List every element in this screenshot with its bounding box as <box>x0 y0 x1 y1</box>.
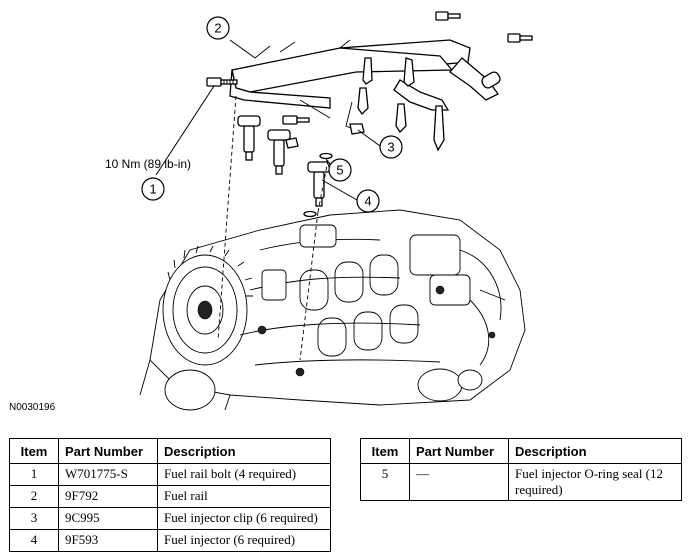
cell-item: 2 <box>9 485 59 508</box>
callout-3: 3 <box>379 135 403 159</box>
callout-5-number: 5 <box>336 163 343 178</box>
column-header-item: Item <box>360 438 410 464</box>
table-row: 4 9F593 Fuel injector (6 required) <box>9 529 331 552</box>
cell-item: 3 <box>9 507 59 530</box>
parts-table-right: Item Part Number Description 5 — Fuel in… <box>360 438 682 501</box>
callout-3-number: 3 <box>387 140 394 155</box>
fuel-injectors-installed <box>357 57 445 152</box>
torque-spec-label: 10 Nm (89 lb-in) <box>105 157 191 171</box>
cell-part-number: 9F593 <box>58 529 158 552</box>
cell-part-number: W701775-S <box>58 463 158 486</box>
callout-2: 2 <box>206 16 230 40</box>
figure-id: N0030196 <box>9 402 56 413</box>
cell-item: 1 <box>9 463 59 486</box>
fuel-rail <box>229 39 501 133</box>
leader-line-4 <box>321 179 358 201</box>
table-row: 2 9F792 Fuel rail <box>9 485 331 508</box>
cell-description: Fuel injector O-ring seal (12 required) <box>508 463 682 501</box>
callout-1-number: 1 <box>149 182 156 197</box>
column-header-part-number: Part Number <box>409 438 509 464</box>
table-row: 5 — Fuel injector O-ring seal (12 requir… <box>360 463 682 501</box>
parts-table-left: Item Part Number Description 1 W701775-S… <box>9 438 331 552</box>
table-row: 3 9C995 Fuel injector clip (6 required) <box>9 507 331 530</box>
table-header-row: Item Part Number Description <box>9 438 331 464</box>
callout-5: 5 <box>328 158 352 182</box>
callout-2-number: 2 <box>214 21 221 36</box>
fuel-injectors-loose <box>237 115 331 207</box>
callout-4-number: 4 <box>364 194 371 209</box>
callout-4: 4 <box>356 189 380 213</box>
callout-1: 1 <box>141 177 165 201</box>
cell-part-number: 9C995 <box>58 507 158 530</box>
leader-line-1 <box>155 85 215 176</box>
cell-description: Fuel injector clip (6 required) <box>157 507 331 530</box>
column-header-part-number: Part Number <box>58 438 158 464</box>
cell-description: Fuel rail <box>157 485 331 508</box>
cell-item: 5 <box>360 463 410 501</box>
cell-part-number: 9F792 <box>58 485 158 508</box>
injector-clips <box>285 123 365 149</box>
fuel-rail-bolts <box>206 11 533 125</box>
cell-description: Fuel injector (6 required) <box>157 529 331 552</box>
column-header-description: Description <box>508 438 682 464</box>
column-header-description: Description <box>157 438 331 464</box>
column-header-item: Item <box>9 438 59 464</box>
cell-part-number: — <box>409 463 509 501</box>
cell-description: Fuel rail bolt (4 required) <box>157 463 331 486</box>
cell-item: 4 <box>9 529 59 552</box>
table-header-row: Item Part Number Description <box>360 438 682 464</box>
engine-assembly <box>139 209 526 411</box>
leader-line-3 <box>357 129 381 147</box>
leader-line-2 <box>229 39 256 59</box>
table-row: 1 W701775-S Fuel rail bolt (4 required) <box>9 463 331 486</box>
exploded-view-diagram: 1 2 3 4 5 10 Nm (89 lb-in) N0030196 <box>9 11 533 413</box>
